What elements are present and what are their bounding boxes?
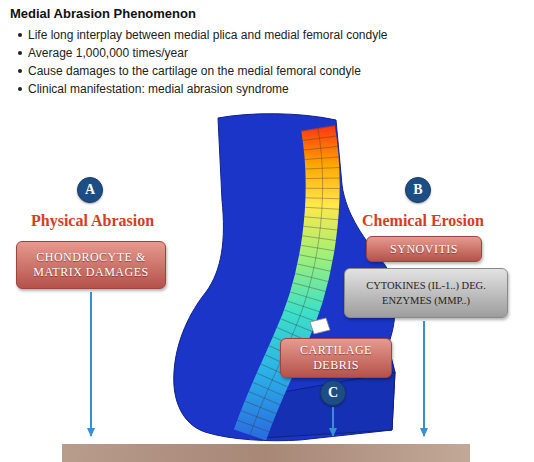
node-text: B: [413, 183, 422, 197]
node-text: A: [85, 183, 95, 197]
node-text: CHONDROCYTE & MATRIX DAMAGES: [23, 250, 159, 280]
process-box: CARTILAGE DEBRIS: [280, 338, 392, 378]
process-box: SYNOVITIS: [366, 236, 482, 262]
node-text: CARTILAGE DEBRIS: [287, 343, 385, 373]
bullet-point: Average 1,000,000 times/year: [16, 45, 188, 61]
node-text: SYNOVITIS: [390, 242, 458, 257]
process-box: CHONDROCYTE & MATRIX DAMAGES: [16, 241, 166, 289]
bullet-text: Clinical manifestation: medial abrasion …: [28, 82, 289, 96]
flow-arrow: [423, 321, 425, 436]
node-text-group: A: [85, 183, 95, 197]
node-text-group: B: [413, 183, 422, 197]
bullet-point: Cause damages to the cartilage on the me…: [16, 63, 361, 79]
node-text: C: [328, 386, 338, 400]
diagram-title: Medial Abrasion Phenomenon: [10, 6, 196, 21]
column-heading: Physical Abrasion: [31, 212, 154, 230]
bullet-dot: [18, 69, 22, 73]
bullet-text: Life long interplay between medial plica…: [28, 28, 388, 42]
flow-arrow: [90, 292, 92, 436]
callout-circle: B: [405, 177, 431, 203]
bullet-text: Cause damages to the cartilage on the me…: [28, 64, 361, 78]
node-text-group: CYTOKINES (IL-1..) DEG. ENZYMES (MMP..): [351, 278, 501, 308]
node-text-group: SYNOVITIS: [390, 242, 458, 257]
node-text: CYTOKINES (IL-1..) DEG. ENZYMES (MMP..): [351, 278, 501, 308]
bullet-point: Clinical manifestation: medial abrasion …: [16, 81, 289, 97]
callout-circle: C: [320, 380, 346, 406]
bullet-dot: [18, 33, 22, 37]
bullet-text: Average 1,000,000 times/year: [28, 46, 188, 60]
bullet-point: Life long interplay between medial plica…: [16, 27, 388, 43]
bullet-dot: [18, 87, 22, 91]
callout-circle: A: [77, 177, 103, 203]
node-text-group: C: [328, 386, 338, 400]
column-heading: Chemical Erosion: [362, 212, 484, 230]
process-box: CYTOKINES (IL-1..) DEG. ENZYMES (MMP..): [344, 268, 508, 318]
outcome-band: [62, 444, 470, 462]
flow-arrow: [332, 407, 334, 436]
bullet-dot: [18, 51, 22, 55]
node-text-group: CHONDROCYTE & MATRIX DAMAGES: [23, 250, 159, 280]
node-text-group: CARTILAGE DEBRIS: [287, 343, 385, 373]
